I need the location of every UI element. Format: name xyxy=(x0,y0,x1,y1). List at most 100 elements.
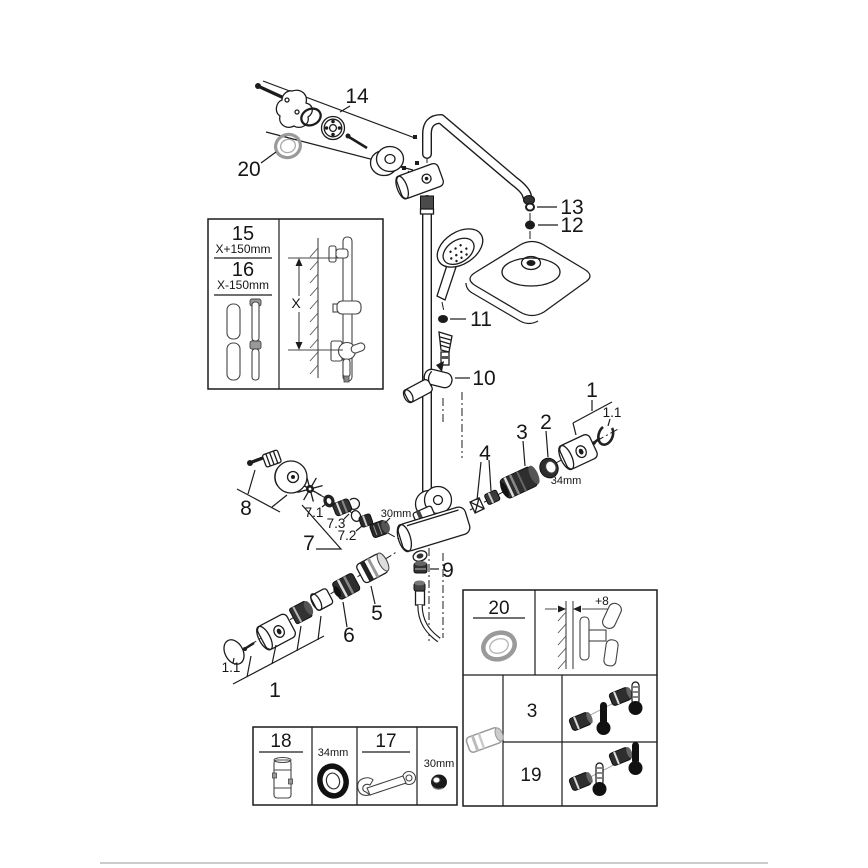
hand-shower xyxy=(436,228,484,301)
callout-6: 6 xyxy=(343,624,355,647)
bushing-7-3 xyxy=(332,498,353,517)
cap-4 xyxy=(484,489,501,505)
check-valve-3 xyxy=(499,465,540,499)
o-ring xyxy=(300,107,322,127)
cartridge-5 xyxy=(356,552,390,584)
snap-ring xyxy=(349,497,361,510)
thermometer-icon xyxy=(592,762,607,796)
callout-7: 7 xyxy=(303,532,315,555)
wall-screw xyxy=(255,83,285,100)
wrench-17 xyxy=(357,770,417,796)
cap-7-2 xyxy=(358,513,374,528)
union-chain-left-group: 5 6 1 1.1 xyxy=(222,552,390,702)
label-15: 15 xyxy=(232,223,254,245)
mounting-screw xyxy=(345,133,368,150)
callout-2: 2 xyxy=(540,411,552,434)
seal-11 xyxy=(438,315,448,323)
inset-height-spec: 15 X+150mm 16 X-150mm xyxy=(207,218,384,390)
callout-7-2: 7.2 xyxy=(338,528,357,543)
label-34mm: 34mm xyxy=(551,475,582,487)
holder-knob xyxy=(402,379,433,404)
thermometer-icon xyxy=(628,742,643,775)
thermostat-body xyxy=(396,506,471,553)
wall-drawing xyxy=(309,236,366,383)
offset-diagram: +8 xyxy=(545,594,622,670)
callout-10: 10 xyxy=(472,367,495,390)
nut-tool-30mm xyxy=(431,774,447,790)
seal-12 xyxy=(525,220,535,230)
label-20-service: 20 xyxy=(488,598,509,619)
label-34mm-tool: 34mm xyxy=(318,747,349,759)
cap-1-1 xyxy=(223,639,245,665)
thermostat-group: 9 xyxy=(396,485,471,643)
holder-bracket xyxy=(423,368,453,389)
escutcheon xyxy=(369,145,405,177)
hose-inlet xyxy=(413,580,426,606)
filter-4 xyxy=(469,497,486,514)
callout-14: 14 xyxy=(345,85,369,108)
callout-20: 20 xyxy=(237,158,260,181)
callout-9: 9 xyxy=(442,559,454,582)
callout-1-1-bottom: 1.1 xyxy=(222,660,241,675)
wall-union-group-14: 14 20 xyxy=(237,80,419,181)
slide-holder-group: 10 xyxy=(402,361,496,404)
callout-13: 13 xyxy=(560,196,583,219)
inset-tools: 18 34mm 17 30mm xyxy=(252,726,458,806)
callout-5: 5 xyxy=(371,602,383,625)
nut-30mm xyxy=(369,520,390,538)
o-ring-20-service xyxy=(481,630,517,662)
callout-12: 12 xyxy=(560,214,583,237)
check-valve-icon xyxy=(465,727,504,753)
label-row-19: 19 xyxy=(520,765,541,786)
ring-tool-34mm xyxy=(317,763,349,799)
label-x: X xyxy=(291,295,301,311)
label-18: 18 xyxy=(270,731,291,752)
rail-tube-16 xyxy=(249,298,262,381)
label-30mm: 30mm xyxy=(381,508,412,520)
flanged-nut xyxy=(310,588,334,611)
callout-7-3: 7.3 xyxy=(327,516,346,531)
label-16: 16 xyxy=(232,259,254,281)
shower-column xyxy=(395,114,535,497)
callout-11: 11 xyxy=(470,308,492,331)
spring-washer xyxy=(297,476,323,502)
hand-shower-group: 11 xyxy=(436,228,492,366)
thermometer-icon xyxy=(628,681,643,715)
o-ring-small xyxy=(350,509,362,523)
c-ring-1-1 xyxy=(597,425,615,446)
callout-3: 3 xyxy=(516,421,528,444)
head-shower-group: 13 12 xyxy=(465,196,591,325)
handle-parts-group-7: 30mm 7.1 7.3 7.2 7 xyxy=(297,476,412,555)
thermometer-icon xyxy=(596,702,611,735)
label-16-dim: X-150mm xyxy=(217,278,269,292)
spline-ring-20 xyxy=(274,132,302,160)
service-kit-row-3 xyxy=(568,681,643,735)
mount-screw-group-8: 8 xyxy=(236,449,308,520)
x-dimension: X xyxy=(288,257,343,351)
rail-adjuster-collar xyxy=(420,195,434,210)
callout-1-bottom: 1 xyxy=(269,679,281,702)
disc-8 xyxy=(274,460,308,494)
s-union-body-right xyxy=(558,434,598,471)
screw-9 xyxy=(413,561,428,574)
ring-nut-2 xyxy=(539,457,559,479)
label-offset: +8 xyxy=(595,594,609,608)
pivot-union xyxy=(395,162,445,200)
label-15-dim: X+150mm xyxy=(215,242,270,256)
s-union-body xyxy=(256,613,297,651)
label-row-3: 3 xyxy=(527,701,538,722)
callout-7-1: 7.1 xyxy=(305,505,324,520)
callout-8: 8 xyxy=(240,497,252,520)
washer-13 xyxy=(525,202,535,212)
metal-sleeve-18 xyxy=(272,756,293,799)
mounting-disc xyxy=(320,115,346,141)
callout-4: 4 xyxy=(479,442,491,465)
aerator xyxy=(289,601,314,625)
rail-tube-15 xyxy=(226,303,241,381)
adapter-8 xyxy=(262,449,282,468)
inset-service-parts: 20 +8 3 19 xyxy=(462,589,658,807)
callout-1-right: 1 xyxy=(586,379,598,402)
holder-wedge xyxy=(436,361,444,372)
